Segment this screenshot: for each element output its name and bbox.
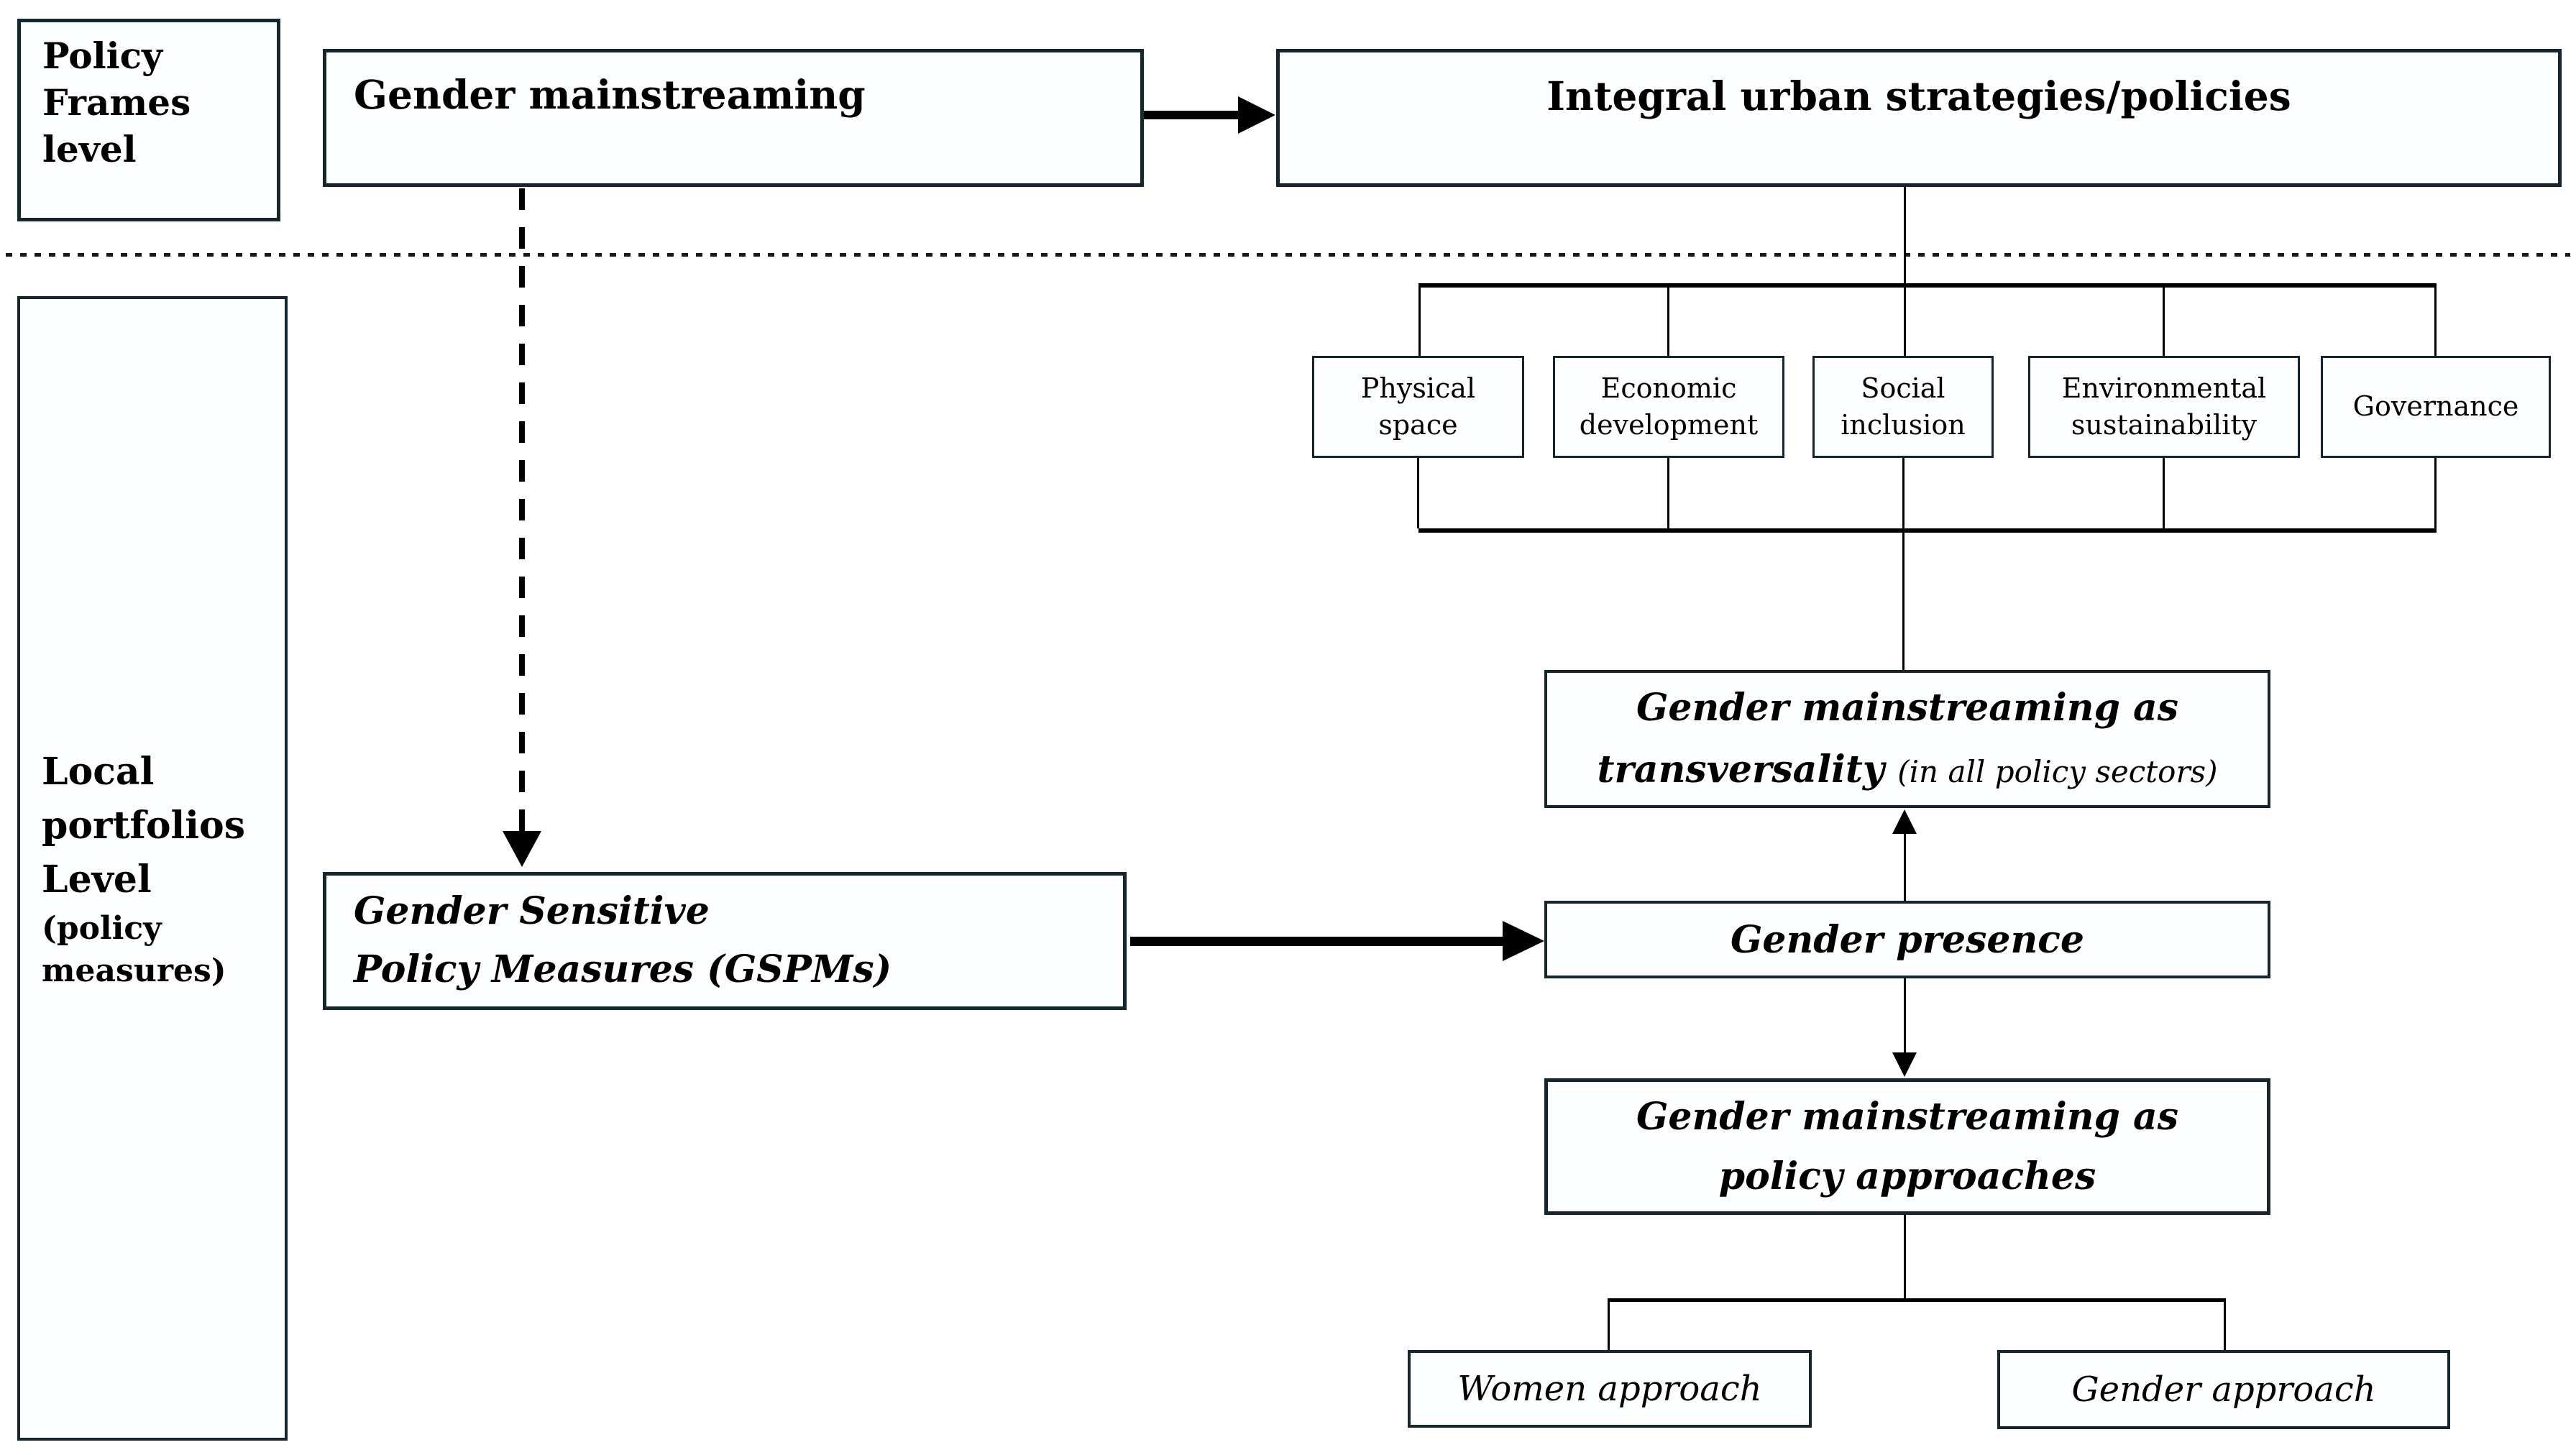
sector-stub-top-1 (1418, 283, 1421, 356)
sector-stub-top-2 (1667, 283, 1669, 356)
sector-label: Governance (2352, 390, 2519, 423)
sector-stub-bottom-2 (1667, 458, 1669, 528)
sector-box-social-inclusion: Social inclusion (1812, 356, 1994, 458)
sector-label: Environmental sustainability (2061, 372, 2267, 441)
connector-integral-down (1904, 187, 1906, 285)
sector-top-collector-line (1418, 283, 2437, 288)
sector-stub-top-4 (2163, 283, 2165, 356)
women-approach-box: Women approach (1408, 1350, 1812, 1428)
sector-stub-bottom-5 (2434, 458, 2437, 528)
approaches-line2: policy approaches (1718, 1155, 2096, 1198)
sector-label: Social inclusion (1841, 372, 1966, 441)
arrowhead-right-icon (1238, 96, 1275, 134)
sector-stub-bottom-1 (1417, 458, 1419, 528)
sector-bottom-collector-line (1418, 528, 2437, 533)
sector-box-physical-space: Physical space (1312, 356, 1524, 458)
policy-frames-level-label: Policy Frames level (42, 35, 191, 170)
arrow-gm-to-integral-line (1144, 111, 1241, 119)
sector-stub-top-3 (1904, 283, 1906, 356)
sector-stub-bottom-3 (1902, 458, 1905, 528)
integral-urban-strategies-label: Integral urban strategies/policies (1546, 73, 2291, 119)
arrowhead-up-icon (1892, 809, 1917, 834)
sector-box-governance: Governance (2321, 356, 2551, 458)
sector-box-economic-development: Economic development (1553, 356, 1784, 458)
integral-urban-strategies-box: Integral urban strategies/policies (1276, 49, 2562, 187)
gender-mainstreaming-label: Gender mainstreaming (354, 71, 866, 118)
sector-box-environmental-sustainability: Environmental sustainability (2028, 356, 2300, 458)
arrowhead-down-icon (503, 831, 541, 867)
transversality-line2: transversality (in all policy sectors) (1597, 748, 2218, 791)
connector-collector-to-transversality (1902, 528, 1905, 670)
sector-stub-top-5 (2434, 283, 2437, 356)
arrow-presence-to-transversality-line (1904, 831, 1906, 901)
gender-presence-label: Gender presence (1731, 917, 2084, 962)
arrow-presence-to-approaches-line (1904, 978, 1906, 1054)
gender-mainstreaming-box: Gender mainstreaming (323, 49, 1144, 187)
gspm-box: Gender Sensitive Policy Measures (GSPMs) (323, 872, 1127, 1010)
approach-stub-left (1608, 1298, 1610, 1351)
approach-stub-right (2224, 1298, 2226, 1351)
approaches-line1: Gender mainstreaming as (1636, 1094, 2178, 1139)
transversality-box: Gender mainstreaming as transversality (… (1544, 670, 2270, 808)
approaches-collector-line (1608, 1298, 2226, 1302)
gspm-line2: Policy Measures (GSPMs) (354, 947, 892, 991)
local-portfolios-level-box: Local portfolios Level (policy measures) (17, 296, 288, 1441)
sector-stub-bottom-4 (2163, 458, 2165, 528)
gender-approach-label: Gender approach (2071, 1369, 2376, 1410)
sector-label: Physical space (1360, 372, 1476, 441)
policy-approaches-box: Gender mainstreaming as policy approache… (1544, 1078, 2270, 1215)
local-portfolios-subtitle: (policy measures) (42, 909, 226, 990)
arrowhead-down-icon (1892, 1052, 1917, 1077)
gender-presence-box: Gender presence (1544, 901, 2270, 978)
arrow-gspm-to-presence-line (1130, 937, 1511, 946)
transversality-line1: Gender mainstreaming as (1636, 686, 2178, 730)
local-portfolios-title: Local portfolios Level (42, 749, 245, 902)
policy-frames-level-box: Policy Frames level (17, 19, 280, 221)
arrowhead-right-icon (1503, 921, 1544, 961)
gspm-line1: Gender Sensitive (354, 889, 710, 934)
dashed-arrow-gm-to-gspm-line (519, 188, 525, 834)
women-approach-label: Women approach (1457, 1369, 1762, 1409)
sector-label: Economic development (1579, 372, 1759, 441)
level-divider-dashed-line (6, 253, 2570, 257)
transversality-note: (in all policy sectors) (1897, 754, 2218, 789)
connector-approaches-down (1904, 1215, 1906, 1300)
gender-approach-box: Gender approach (1997, 1350, 2450, 1429)
